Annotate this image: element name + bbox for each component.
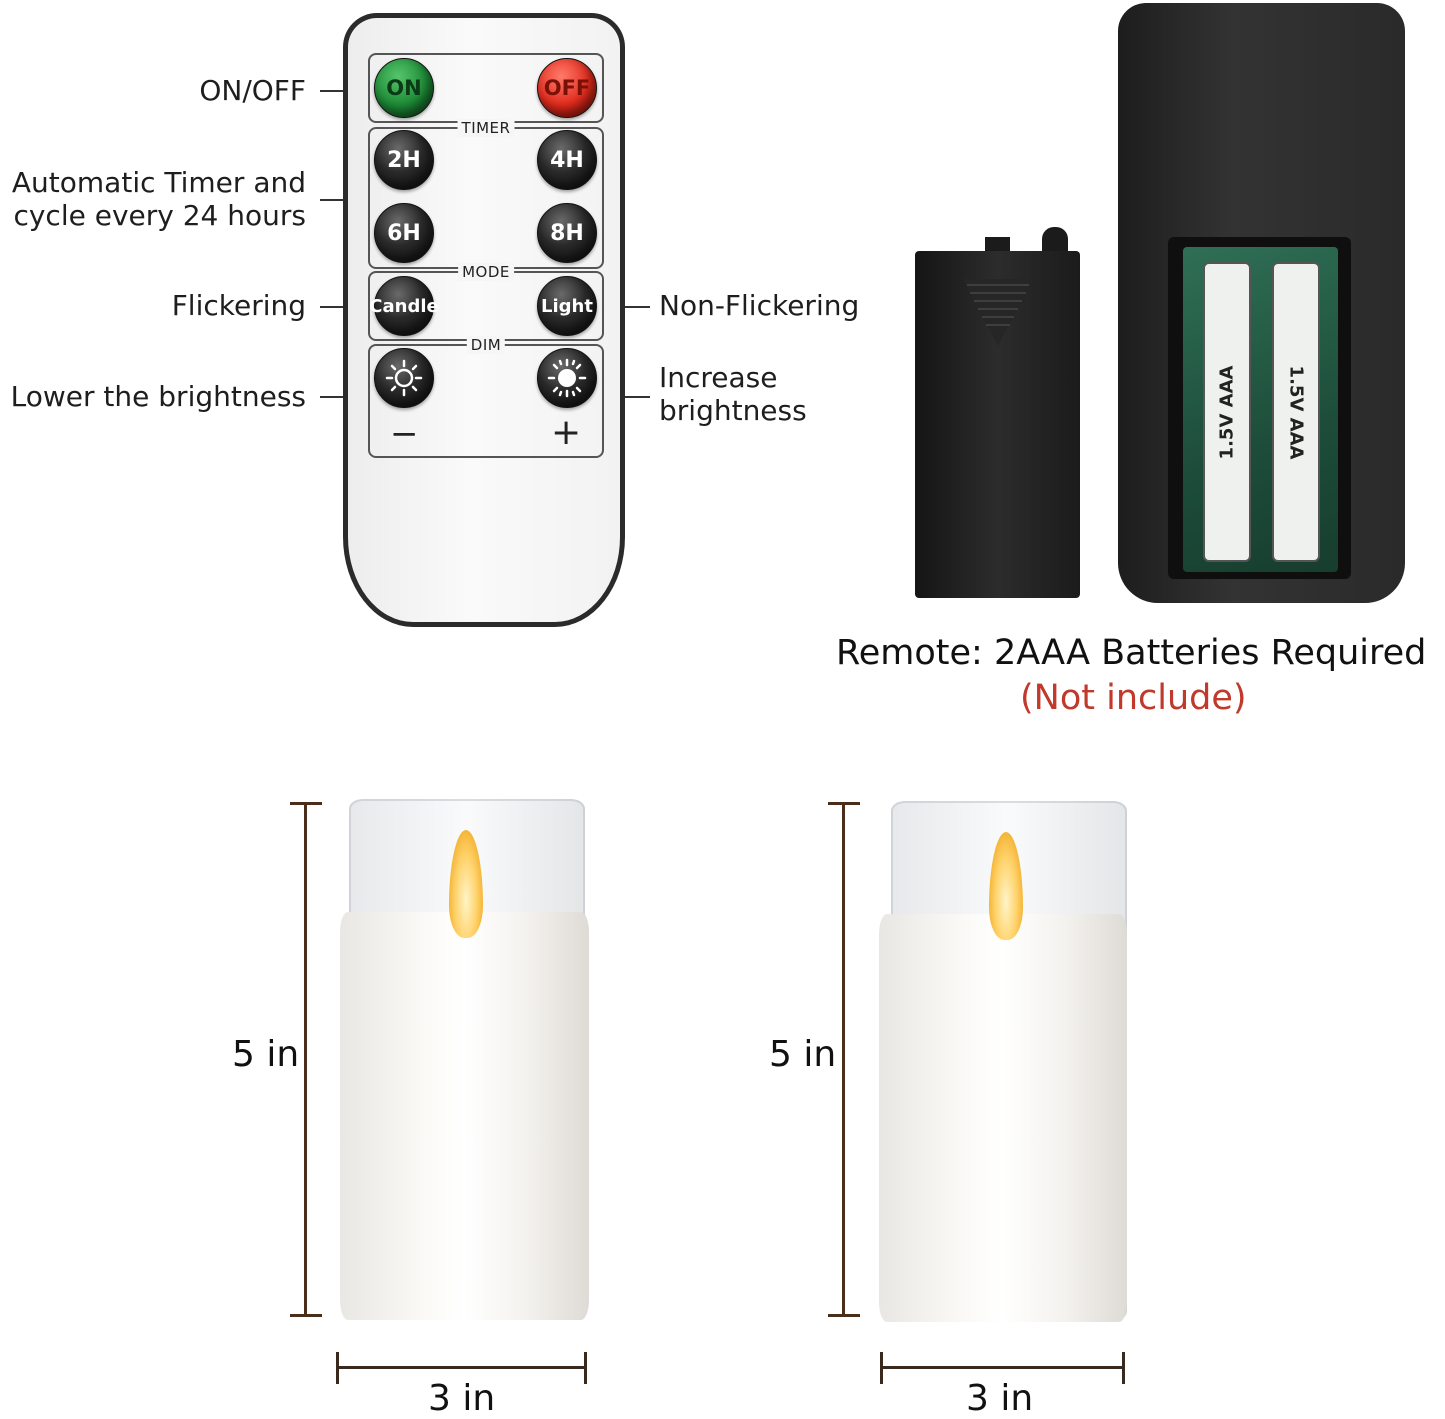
timer-8h-button[interactable]: 8H [537,203,597,263]
width-dimension-tick-right-2 [1122,1352,1125,1384]
timer-6h-button[interactable]: 6H [374,203,434,263]
sun-filled-icon [547,358,587,398]
sun-outline-icon [385,359,423,397]
battery-cell-right-label: 1.5V AAA [1285,365,1307,459]
light-mode-button[interactable]: Light [537,276,597,336]
on-button[interactable]: ON [374,58,434,118]
dim-down-button[interactable] [374,348,434,408]
height-dimension-tick-top-1 [290,802,322,805]
height-dimension-tick-bottom-1 [290,1314,322,1317]
minus-sign: − [390,414,419,454]
callout-increase-line1: Increase [659,361,778,394]
battery-cell-right: 1.5V AAA [1272,262,1320,562]
off-button[interactable]: OFF [537,58,597,118]
width-dimension-line-2 [881,1366,1125,1369]
mode-label: MODE [458,263,514,281]
candle-mode-button[interactable]: Candle [369,276,439,336]
battery-caption: Remote: 2AAA Batteries Required [836,633,1427,673]
dim-panel: DIM [368,336,604,458]
callout-lower-brightness: Lower the brightness [10,380,306,413]
battery-cover [915,251,1080,598]
plus-sign: + [551,412,582,453]
candle-wax-2 [879,914,1127,1322]
battery-cell-left-label: 1.5V AAA [1216,365,1238,459]
battery-cell-left: 1.5V AAA [1203,262,1251,562]
width-dimension-tick-left-2 [880,1352,883,1384]
height-dimension-tick-top-2 [828,802,860,805]
height-dimension-tick-bottom-2 [828,1314,860,1317]
dim-label: DIM [466,336,506,354]
height-label-2: 5 in [769,1034,837,1075]
callout-increase-line2: brightness [659,394,807,427]
callout-on-off: ON/OFF [199,74,306,107]
candle-wax-1 [340,912,589,1320]
width-dimension-line-1 [337,1366,587,1369]
callout-timer-line1: Automatic Timer and [11,166,306,199]
height-label-1: 5 in [232,1034,300,1075]
timer-4h-button[interactable]: 4H [537,130,597,190]
cover-tab [985,237,1010,255]
width-dimension-tick-right-1 [584,1352,587,1384]
dim-up-button[interactable] [537,348,597,408]
width-label-2: 3 in [966,1378,1034,1419]
grip-ridges-icon [963,279,1033,346]
callout-flickering: Flickering [171,289,306,322]
leader-line-increase [600,396,650,398]
width-label-1: 3 in [428,1378,496,1419]
width-dimension-tick-left-1 [336,1352,339,1384]
height-dimension-line-1 [304,803,307,1316]
leader-line-non-flickering [600,306,650,308]
callout-timer-line2: cycle every 24 hours [13,199,306,232]
height-dimension-line-2 [842,803,845,1316]
battery-note: (Not include) [1020,678,1247,718]
timer-label: TIMER [457,119,515,137]
callout-non-flickering: Non-Flickering [659,289,860,322]
timer-2h-button[interactable]: 2H [374,130,434,190]
